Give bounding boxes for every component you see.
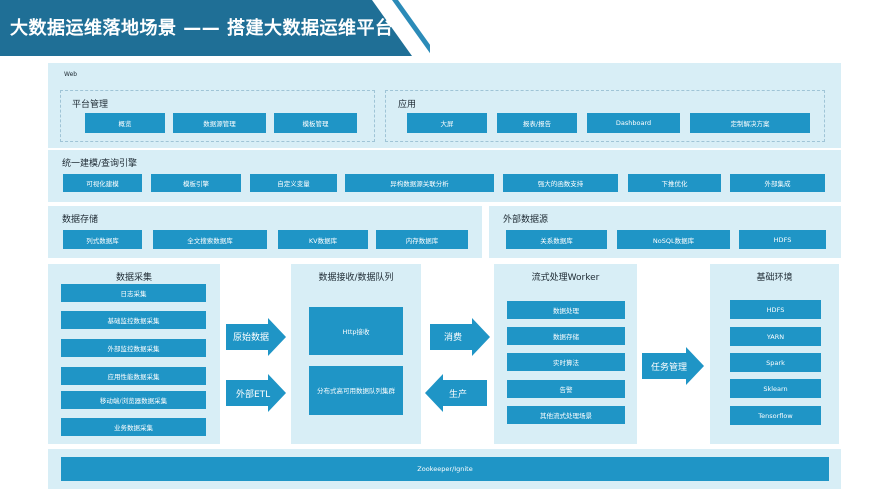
produce-label: 生产 xyxy=(449,390,468,400)
collect-item[interactable]: 业务数据采集 xyxy=(61,418,206,436)
raw-data-arrow xyxy=(226,318,286,356)
stream-item[interactable]: 告警 xyxy=(507,380,625,398)
platform-label: 平台管理 xyxy=(72,100,109,110)
query-item[interactable]: 外部集成 xyxy=(730,174,825,192)
web-panel xyxy=(48,63,841,148)
http-receive-item[interactable]: Http接收 xyxy=(309,307,403,355)
query-item[interactable]: 可视化建模 xyxy=(63,174,142,192)
stream-item[interactable]: 数据处理 xyxy=(507,301,625,319)
stream-item[interactable]: 数据存储 xyxy=(507,327,625,345)
queue-cluster-item[interactable]: 分布式高可用数据队列集群 xyxy=(309,366,403,415)
page-title: 大数据运维落地场景 —— 搭建大数据运维平台 xyxy=(10,18,394,39)
task-arrow xyxy=(642,347,704,385)
collect-item[interactable]: 日志采集 xyxy=(61,284,206,302)
query-item[interactable]: 强大的函数支持 xyxy=(503,174,618,192)
collect-item[interactable]: 应用性能数据采集 xyxy=(61,367,206,385)
apps-group xyxy=(385,90,825,142)
env-item[interactable]: YARN xyxy=(730,327,821,346)
storage-item[interactable]: 内存数据库 xyxy=(376,230,468,249)
query-item[interactable]: 自定义变量 xyxy=(250,174,337,192)
collect-item[interactable]: 外部监控数据采集 xyxy=(61,339,206,357)
env-item[interactable]: Sklearn xyxy=(730,379,821,398)
zookeeper-ignite-bar[interactable]: Zookeeper/Ignite xyxy=(61,457,829,481)
query-item[interactable]: 异构数据源关联分析 xyxy=(345,174,494,192)
query-item[interactable]: 下推优化 xyxy=(628,174,721,192)
template-button[interactable]: 模板管理 xyxy=(274,113,357,133)
bigscreen-button[interactable]: 大屏 xyxy=(407,113,487,133)
dashboard-button[interactable]: Dashboard xyxy=(587,113,680,133)
env-item[interactable]: Spark xyxy=(730,353,821,372)
etl-label: 外部ETL xyxy=(236,390,271,400)
env-label: 基础环境 xyxy=(756,273,793,283)
external-item[interactable]: 关系数据库 xyxy=(506,230,607,249)
custom-solution-button[interactable]: 定制解决方案 xyxy=(690,113,810,133)
external-item[interactable]: HDFS xyxy=(739,230,826,249)
raw-data-label: 原始数据 xyxy=(233,333,270,343)
query-item[interactable]: 模板引擎 xyxy=(151,174,241,192)
receive-label: 数据接收/数据队列 xyxy=(318,273,394,283)
report-button[interactable]: 报表/报告 xyxy=(497,113,577,133)
stream-item[interactable]: 实时算法 xyxy=(507,353,625,371)
collect-item[interactable]: 移动端/浏览器数据采集 xyxy=(61,391,206,409)
storage-item[interactable]: 全文搜索数据库 xyxy=(153,230,267,249)
query-label: 统一建模/查询引擎 xyxy=(62,159,138,169)
produce-arrow xyxy=(425,374,487,412)
env-item[interactable]: Tensorflow xyxy=(730,406,821,425)
env-item[interactable]: HDFS xyxy=(730,300,821,319)
web-label: Web xyxy=(64,71,78,78)
overview-button[interactable]: 概览 xyxy=(85,113,165,133)
collect-item[interactable]: 基础监控数据采集 xyxy=(61,311,206,329)
consume-arrow xyxy=(430,318,490,356)
external-label: 外部数据源 xyxy=(503,215,549,225)
storage-label: 数据存储 xyxy=(62,215,99,225)
collect-label: 数据采集 xyxy=(115,273,152,283)
stream-item[interactable]: 其他流式处理场景 xyxy=(507,406,625,424)
datasource-button[interactable]: 数据源管理 xyxy=(173,113,266,133)
consume-label: 消费 xyxy=(444,333,463,343)
etl-arrow xyxy=(226,374,286,412)
storage-item[interactable]: KV数据库 xyxy=(278,230,368,249)
task-label: 任务管理 xyxy=(651,363,688,373)
external-item[interactable]: NoSQL数据库 xyxy=(617,230,730,249)
storage-item[interactable]: 列式数据库 xyxy=(63,230,142,249)
platform-group xyxy=(60,90,375,142)
stream-label: 流式处理Worker xyxy=(531,273,600,283)
apps-label: 应用 xyxy=(398,100,417,110)
title-banner xyxy=(0,0,412,56)
